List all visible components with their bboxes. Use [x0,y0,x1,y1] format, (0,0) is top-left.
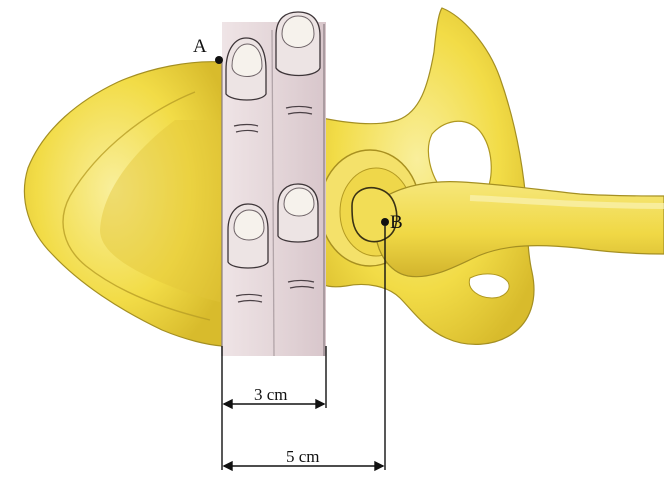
measurement-3cm-label: 3 cm [254,385,288,404]
arrowhead-left-3cm [224,400,232,408]
measurement-5cm-label: 5 cm [286,447,320,466]
arrowhead-right-5cm [375,462,383,470]
point-b-label: B [390,212,403,233]
fingers-overlay [222,12,326,356]
arrowhead-right-3cm [316,400,324,408]
point-a-label: A [193,36,207,57]
point-b-marker [381,218,389,226]
arrowhead-left-5cm [224,462,232,470]
point-a-marker [215,56,223,64]
